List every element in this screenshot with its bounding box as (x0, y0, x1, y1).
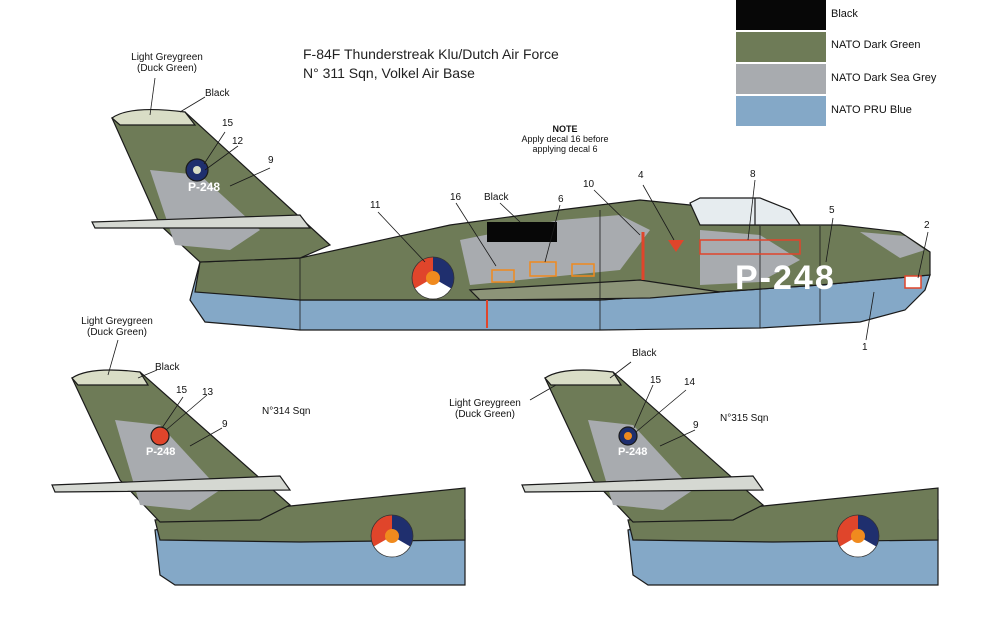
legend-label-pru-blue: NATO PRU Blue (831, 104, 912, 116)
tail-315-callout-15: 15 (650, 375, 662, 386)
main-grey-patch-3 (860, 232, 925, 258)
main-stabilizer (91, 214, 312, 229)
main-tail-serial: P-248 (188, 180, 221, 194)
note-heading: NOTE (552, 124, 578, 134)
tail-314-color-line1: Light Greygreen (81, 316, 153, 327)
tail-314-serial: P-248 (146, 446, 176, 458)
tail-314-black-tip-label: Black (155, 362, 180, 373)
legend-label-black: Black (831, 8, 858, 20)
legend-label-dark-green: NATO Dark Green (831, 39, 921, 51)
main-callout-15: 15 (222, 118, 234, 129)
legend-swatch-dark-sea-grey (736, 64, 826, 94)
main-tail-color-line2: (Duck Green) (136, 63, 197, 74)
main-callout-10: 10 (583, 179, 595, 190)
main-callout-11: 11 (370, 200, 381, 211)
main-tail-tip (111, 108, 197, 126)
main-wing (468, 279, 721, 301)
main-callout-5: 5 (829, 205, 835, 216)
diagram-title-line1: F-84F Thunderstreak Klu/Dutch Air Force (303, 46, 559, 62)
main-serial: P-248 (735, 259, 836, 297)
tail-315-color-line1: Light Greygreen (449, 398, 521, 409)
legend-swatch-black (736, 0, 826, 30)
main-roundel (411, 256, 455, 300)
tail-315-squadron: N°315 Sqn (720, 413, 769, 424)
note-line1: Apply decal 16 before (521, 133, 609, 144)
main-callout-12: 12 (232, 136, 244, 147)
tail-314-color-line2: (Duck Green) (86, 327, 147, 338)
main-black-panel-label: Black (484, 192, 509, 203)
diagram-title-line2: N° 311 Sqn, Volkel Air Base (303, 65, 475, 81)
main-tail-color-line1: Light Greygreen (131, 52, 203, 63)
tail-315-black-tip-label: Black (632, 348, 657, 359)
tail-314-callout-9: 9 (222, 419, 228, 430)
tail-315-profile (521, 369, 939, 586)
main-callout-2: 2 (924, 220, 930, 231)
legend-label-dark-sea-grey: NATO Dark Sea Grey (831, 72, 937, 84)
tail-315-callout-lines (529, 361, 696, 447)
tail-315-serial: P-248 (618, 446, 648, 458)
main-tail-grey (150, 170, 260, 250)
main-callout-16: 16 (450, 192, 462, 203)
main-tail-color-label: Light Greygreen (Duck Green) (112, 52, 222, 74)
main-grey-patch-2 (700, 230, 800, 285)
tail-314-profile (51, 369, 466, 586)
tail-314-squadron: N°314 Sqn (262, 406, 311, 417)
tail-315-color-line2: (Duck Green) (454, 409, 515, 420)
tail-314-callout-15: 15 (176, 385, 188, 396)
main-callout-9: 9 (268, 155, 274, 166)
main-callout-8: 8 (750, 169, 756, 180)
legend-swatch-dark-green (736, 32, 826, 62)
main-callout-1: 1 (862, 342, 868, 353)
tail-315-color-label: Light Greygreen (Duck Green) (430, 398, 540, 420)
main-callout-lines (149, 77, 929, 341)
tail-314-roundel (370, 514, 414, 558)
main-canopy (689, 197, 802, 226)
note: NOTE Apply decal 16 before applying deca… (500, 124, 630, 155)
tail-314-callout-lines (107, 339, 223, 447)
tail-315-callout-9: 9 (693, 420, 699, 431)
main-callout-4: 4 (638, 170, 644, 181)
tail-314-color-label: Light Greygreen (Duck Green) (62, 316, 172, 338)
main-aircraft-profile (91, 108, 931, 331)
tail-314-callout-13: 13 (202, 387, 214, 398)
main-black-panel (487, 222, 557, 242)
tail-315-callout-14: 14 (684, 377, 696, 388)
note-line2: applying decal 6 (532, 143, 598, 154)
tail-315-roundel (836, 514, 880, 558)
legend-swatch-pru-blue (736, 96, 826, 126)
main-callout-6: 6 (558, 194, 564, 205)
main-black-tip-label: Black (205, 88, 230, 99)
